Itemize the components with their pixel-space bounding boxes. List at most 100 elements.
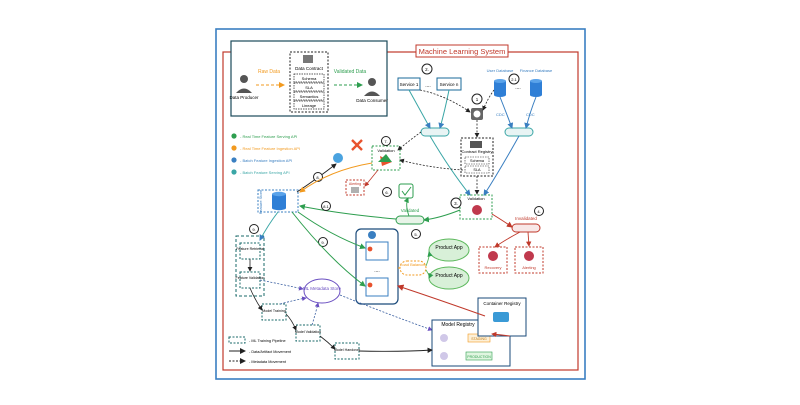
docker-icon xyxy=(493,312,509,322)
legend-label: - Batch Feature Serving API xyxy=(240,170,290,175)
step-1-label: 1 xyxy=(476,97,479,102)
training-pipeline-frame xyxy=(235,235,265,297)
model-icon xyxy=(440,334,448,342)
ml-system-title: Machine Learning System xyxy=(419,47,506,56)
consumer-person-icon xyxy=(364,78,380,96)
step-6-label: 6. xyxy=(385,190,388,195)
invalidated-queue-icon xyxy=(511,223,541,233)
validation-right-label: Validation xyxy=(467,196,484,201)
product-app-1 xyxy=(428,238,470,262)
validated-queue-icon xyxy=(395,215,425,225)
service-queue-icon xyxy=(420,127,450,137)
validation-left-label: Validation xyxy=(377,148,394,153)
model-server-1 xyxy=(365,241,389,261)
ml-system-title-box xyxy=(415,44,509,58)
product-app-1-label: Product App xyxy=(435,245,462,251)
feature-store-db-icon xyxy=(272,191,286,211)
metadata-legend-label: - Metadata Movement xyxy=(249,360,287,364)
contract-item: Lineage xyxy=(302,103,317,108)
step-3-label: 3. xyxy=(454,201,458,206)
cross-icon xyxy=(351,139,363,151)
model-training-box xyxy=(261,303,287,321)
legend-dot xyxy=(231,157,237,163)
legend-dot xyxy=(231,169,237,175)
consumer-label: Data Consumer xyxy=(356,98,388,103)
alerting-spark-icon xyxy=(524,251,534,261)
contract-item: SLA xyxy=(305,85,313,90)
validated-data-label: Validated Data xyxy=(334,69,367,75)
alerting-label: Alerting xyxy=(522,265,536,270)
model-handover-label: Model Handover xyxy=(334,348,361,352)
producer-person-icon xyxy=(236,75,252,93)
pipeline-legend-label: - ML Training Pipeline xyxy=(249,339,286,343)
feature-retrieval-label: Feature Retrieval xyxy=(236,247,264,251)
legend-dot xyxy=(231,145,237,151)
finance-database-label: Finance Database xyxy=(520,68,553,73)
production-badge xyxy=(465,351,493,361)
ml-system-frame xyxy=(222,51,579,371)
legend-label: - Real Time Feature Ingestion API xyxy=(240,146,300,151)
step-4-label: 4. xyxy=(537,209,540,214)
finance-database-icon xyxy=(530,79,542,97)
legend-dot xyxy=(231,133,237,139)
model-icon-2 xyxy=(440,352,448,360)
ml-metadata-label: ML Metadata Store xyxy=(303,286,342,291)
feature-store-label: Feature Store xyxy=(258,189,263,214)
recovery-spark-icon xyxy=(488,251,498,261)
feature-validation-box xyxy=(239,271,261,289)
feature-validation-label: Feature Validation xyxy=(236,276,265,280)
ml-metadata-store xyxy=(303,278,341,304)
step-2-1-label: 2.1 xyxy=(511,77,517,82)
services-ellipsis: .... xyxy=(425,83,431,89)
cdc-label-2: CDC xyxy=(526,112,535,117)
contract-title: Data Contract xyxy=(295,66,324,71)
alert-icon xyxy=(351,187,359,193)
container-registry-label: Container Registry xyxy=(483,301,521,306)
step-9-label: 9. xyxy=(252,227,255,232)
document-icon xyxy=(303,55,313,63)
db-ellipsis: .... xyxy=(515,85,521,91)
model-registry-label: Model Registry xyxy=(441,322,475,328)
feature-retrieval-box xyxy=(239,242,261,260)
validated-label: Validated xyxy=(401,208,420,213)
registry-books-icon xyxy=(470,141,482,148)
alerting-small-label: Alerting xyxy=(349,182,361,186)
model-training-label: Model Training xyxy=(262,309,286,313)
recovery-label: Recovery xyxy=(485,265,502,270)
model-server-2 xyxy=(365,277,389,297)
contract-registry-title: Contract Registry xyxy=(462,149,493,154)
kubernetes-icon xyxy=(368,231,376,239)
service-n-label: Service n xyxy=(440,82,459,87)
step-8-label: 8. xyxy=(316,175,319,180)
step-7-label: 7. xyxy=(384,139,387,144)
registry-item: Schema xyxy=(470,159,485,163)
service-1-label: Service 1 xyxy=(400,82,419,87)
contract-item: Schema xyxy=(302,76,317,81)
product-app-2-label: Product App xyxy=(435,273,462,279)
step-8-1-label: 8.1 xyxy=(323,204,329,209)
step-10-label: 9. xyxy=(321,240,324,245)
step-5-label: 5. xyxy=(414,232,417,237)
servers-ellipsis: .... xyxy=(374,268,380,274)
pipeline-legend-swatch xyxy=(228,336,246,344)
producer-label: Data Producer xyxy=(229,95,259,100)
api-legend: - Real Time Feature Serving API - Real T… xyxy=(231,133,300,175)
user-database-icon xyxy=(494,79,506,97)
legend-label: - Real Time Feature Serving API xyxy=(240,134,297,139)
model-validation-label: Model Validation xyxy=(295,330,321,334)
movement-legend-label: - Data/Artifact Movement xyxy=(249,350,292,354)
load-balancer-label: Load Balancer xyxy=(400,262,426,267)
spark-icon xyxy=(472,205,482,215)
flink-icon xyxy=(378,154,392,166)
step-2-label: 2. xyxy=(425,67,429,72)
contract-item: Semantics xyxy=(300,94,319,99)
cdc-queue-icon xyxy=(504,127,534,137)
production-label: PRODUCTION xyxy=(467,355,491,359)
validated-check-icon xyxy=(398,183,414,199)
cdc-label: CDC xyxy=(496,112,505,117)
legend-label: - Batch Feature Ingestion API xyxy=(240,158,292,163)
registry-item: SLA xyxy=(473,168,481,172)
staging-label: STAGING xyxy=(471,337,487,341)
